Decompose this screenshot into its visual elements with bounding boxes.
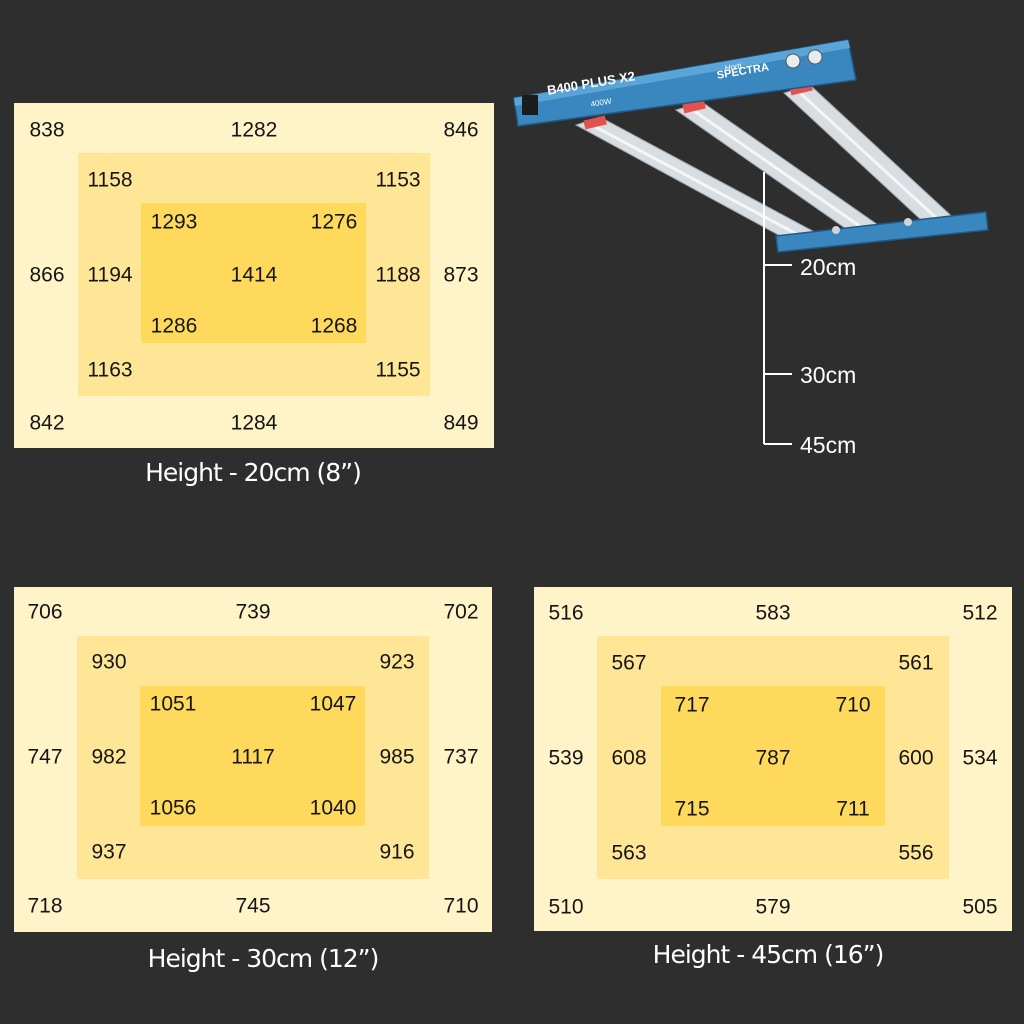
outer-value: 579 [755, 895, 791, 919]
outer-value: 745 [235, 894, 271, 918]
inner-value: 1268 [310, 314, 358, 338]
outer-value: 866 [29, 263, 65, 287]
middle-value: 567 [611, 651, 647, 675]
connector [583, 115, 607, 130]
inner-value: 1051 [149, 692, 197, 716]
inner-value: 1276 [310, 210, 358, 234]
end-bracket [775, 211, 989, 253]
middle-value: 982 [91, 745, 127, 769]
dimmer-knob [807, 49, 823, 65]
outer-value: 838 [29, 118, 65, 142]
outer-value: 706 [27, 600, 63, 624]
middle-value: 1158 [87, 168, 133, 192]
outer-value: 710 [443, 894, 479, 918]
map-caption: Height - 45cm (16”) [652, 940, 885, 969]
outer-value: 747 [27, 745, 63, 769]
outer-value: 737 [443, 745, 479, 769]
map-caption: Height - 20cm (8”) [145, 458, 362, 487]
map-caption: Height - 30cm (12”) [147, 944, 380, 973]
height-label-45cm: 45cm [800, 432, 857, 458]
center-value: 1117 [231, 745, 275, 769]
middle-value: 1163 [87, 358, 133, 382]
outer-value: 702 [443, 600, 479, 624]
inner-zone [661, 686, 885, 826]
outer-value: 1282 [230, 118, 278, 142]
middle-value: 556 [898, 841, 934, 865]
middle-value: 1194 [87, 263, 133, 287]
inner-zone [141, 203, 366, 343]
connector [682, 99, 706, 114]
inner-value: 1056 [149, 796, 197, 820]
height-label-30cm: 30cm [800, 362, 857, 388]
inner-value: 717 [674, 693, 710, 717]
inner-value: 1040 [309, 796, 357, 820]
middle-value: 600 [898, 746, 934, 770]
middle-value: 561 [898, 651, 934, 675]
outer-value: 739 [235, 600, 271, 624]
center-value: 1414 [230, 263, 278, 287]
ppfd-map-20cm: 838 1282 846 866 873 842 1284 849 1158 1… [14, 103, 494, 448]
middle-value: 608 [611, 746, 647, 770]
middle-value: 930 [91, 650, 127, 674]
ppfd-map-30cm: 706 739 702 747 737 718 745 710 930 923 … [14, 587, 492, 932]
middle-value: 1153 [375, 168, 421, 192]
middle-value: 923 [379, 650, 415, 674]
outer-value: 505 [962, 895, 998, 919]
inner-value: 715 [674, 797, 710, 821]
inner-value: 710 [835, 693, 871, 717]
outer-value: 718 [27, 894, 63, 918]
center-value: 787 [755, 746, 791, 770]
height-label-20cm: 20cm [800, 254, 857, 280]
inner-value: 711 [836, 797, 870, 821]
inner-zone [140, 686, 365, 826]
outer-value: 842 [29, 411, 65, 435]
grow-light-illustration [513, 39, 989, 445]
inner-value: 1293 [150, 210, 198, 234]
outer-value: 510 [548, 895, 584, 919]
inner-value: 1047 [309, 692, 357, 716]
power-socket [522, 95, 538, 115]
outer-value: 534 [962, 746, 998, 770]
middle-value: 937 [91, 840, 127, 864]
middle-value: 916 [379, 840, 415, 864]
height-scale [763, 172, 792, 445]
outer-value: 583 [755, 601, 791, 625]
dimmer-knob [785, 53, 801, 69]
middle-value: 563 [611, 841, 647, 865]
outer-value: 539 [548, 746, 584, 770]
middle-value: 985 [379, 745, 415, 769]
outer-value: 516 [548, 601, 584, 625]
led-bars [574, 84, 959, 245]
ppfd-map-45cm: 516 583 512 539 534 510 579 505 567 561 … [534, 587, 1012, 931]
outer-value: 846 [443, 118, 479, 142]
inner-value: 1286 [150, 314, 198, 338]
middle-value: 1155 [375, 358, 421, 382]
middle-value: 1188 [375, 263, 421, 287]
outer-value: 1284 [230, 411, 278, 435]
outer-value: 512 [962, 601, 998, 625]
outer-value: 873 [443, 263, 479, 287]
outer-value: 849 [443, 411, 479, 435]
